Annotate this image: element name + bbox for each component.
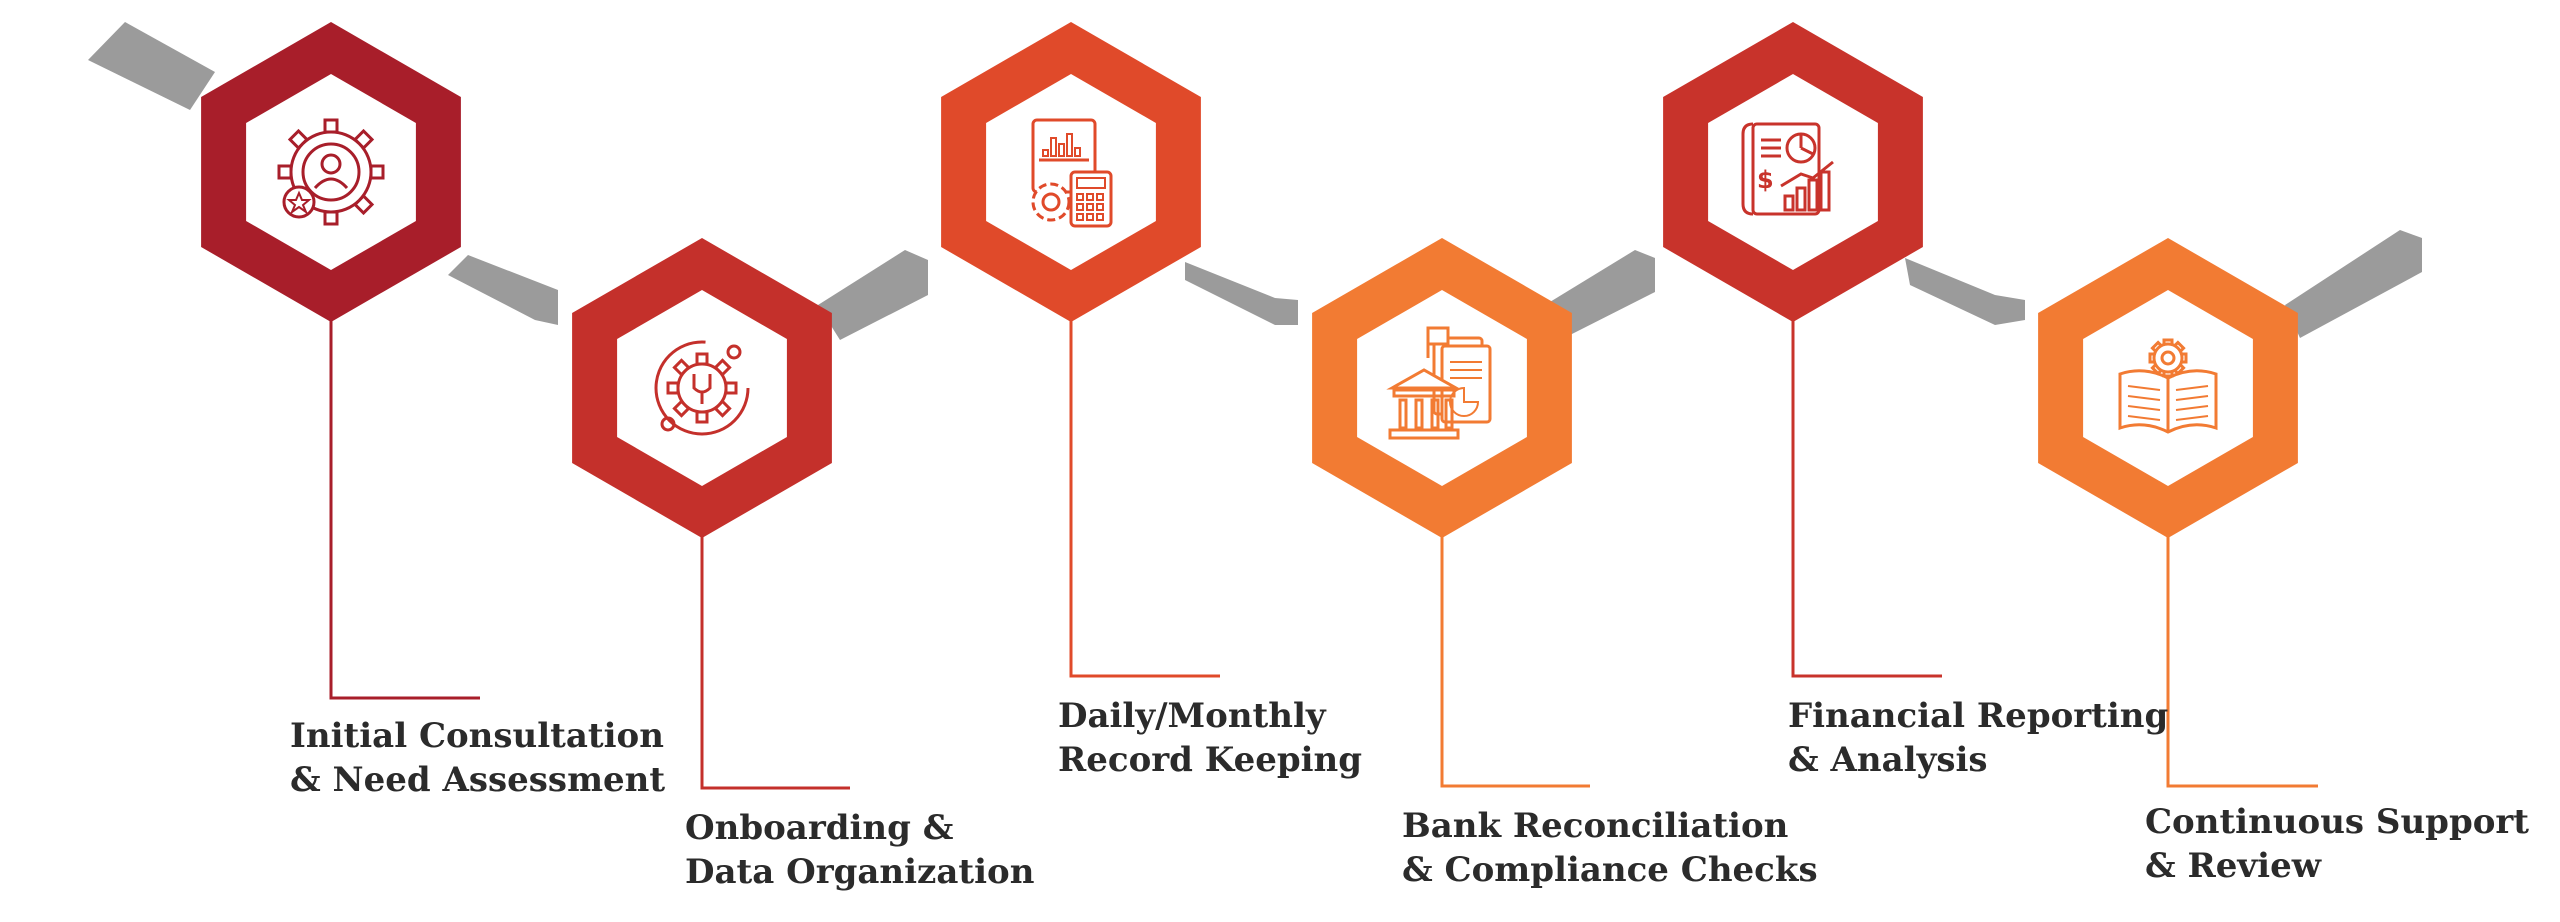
- bank-document-icon: [1386, 326, 1492, 440]
- step-4-leader-line: [1440, 534, 1590, 788]
- step-6-label-line1: Continuous Support: [2145, 802, 2530, 842]
- step-5-label-line2: & Analysis: [1788, 740, 1988, 780]
- step-1-label-line2: & Need Assessment: [290, 760, 666, 800]
- step-2-leader-line: [700, 534, 850, 790]
- step-1-leader-line: [329, 318, 480, 700]
- connector-arrow-5: [1545, 250, 1655, 335]
- step-6-leader-line: [2166, 534, 2318, 788]
- step-hexagons: $: [201, 22, 2298, 538]
- connector-arrow-4: [1185, 262, 1298, 325]
- svg-text:$: $: [1757, 166, 1774, 194]
- connector-arrows: [88, 22, 2422, 340]
- step-3-label-line1: Daily/Monthly: [1058, 696, 1326, 736]
- step-3-leader-line: [1069, 318, 1220, 678]
- step-3-label-line2: Record Keeping: [1058, 740, 1363, 780]
- consultation-gear-person-icon: [277, 118, 385, 226]
- leader-lines: [329, 318, 2318, 790]
- step-2-label-line2: Data Organization: [685, 852, 1035, 892]
- calculator-report-icon: [1031, 118, 1113, 228]
- step-2-label-line1: Onboarding &: [685, 808, 954, 848]
- step-5-leader-line: [1791, 318, 1942, 678]
- step-4-label-line2: & Compliance Checks: [1402, 850, 1818, 890]
- open-book-gear-icon: [2118, 338, 2218, 434]
- connector-arrow-6: [1905, 258, 2025, 325]
- connector-arrow-2: [448, 255, 558, 325]
- step-2-label: Onboarding & Data Organization: [685, 806, 1034, 894]
- step-1-label-line1: Initial Consultation: [290, 716, 664, 756]
- step-3-label: Daily/Monthly Record Keeping: [1058, 694, 1362, 782]
- step-1-label: Initial Consultation & Need Assessment: [290, 714, 665, 802]
- step-5-label-line1: Financial Reporting: [1788, 696, 2169, 736]
- connector-arrow-3: [818, 250, 928, 340]
- step-4-label: Bank Reconciliation & Compliance Checks: [1402, 804, 1818, 892]
- gear-wrench-icon: [654, 340, 750, 436]
- step-4-label-line1: Bank Reconciliation: [1402, 806, 1789, 846]
- connector-arrow-7: [2285, 230, 2422, 338]
- step-6-label-line2: & Review: [2145, 846, 2321, 886]
- step-5-label: Financial Reporting & Analysis: [1788, 694, 2168, 782]
- step-6-label: Continuous Support & Review: [2145, 800, 2529, 888]
- financial-report-chart-icon: $: [1741, 122, 1834, 216]
- connector-arrow-1: [88, 22, 215, 110]
